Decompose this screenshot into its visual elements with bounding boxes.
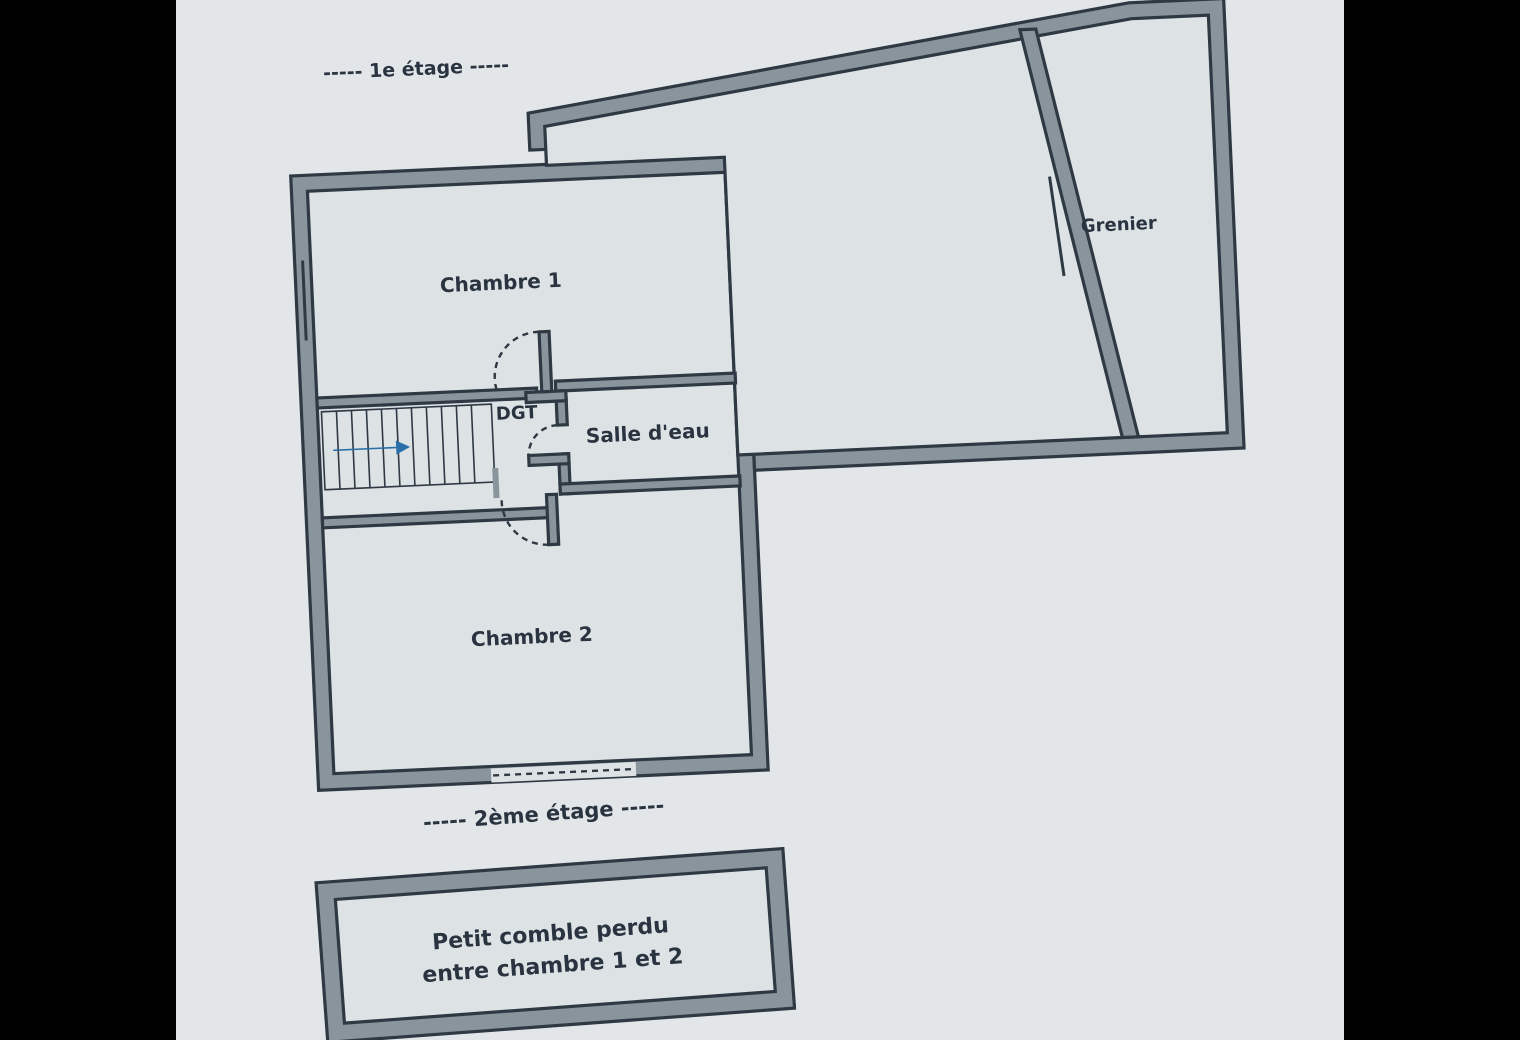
staircase (320, 403, 500, 499)
room-label-chambre1: Chambre 1 (439, 268, 562, 298)
room-label-grenier: Grenier (1080, 213, 1157, 237)
second-floor-plan: ----- 2ème étage ----- Petit comble perd… (314, 793, 797, 1040)
room-label-dgt: DGT (495, 402, 538, 425)
room-label-chambre2: Chambre 2 (470, 622, 593, 652)
door-swing-salle (527, 423, 558, 456)
stair-arrow-icon (395, 440, 411, 455)
grenier-partition (1017, 27, 1141, 440)
left-block-walls (289, 153, 770, 793)
window-chambre1 (301, 260, 308, 341)
attic-box-inner (333, 866, 777, 1025)
door-swing-chambre2 (500, 499, 549, 546)
room-label-salle-deau: Salle d'eau (585, 418, 710, 448)
first-floor-plan: ----- 1e étage ----- (289, 0, 1246, 793)
